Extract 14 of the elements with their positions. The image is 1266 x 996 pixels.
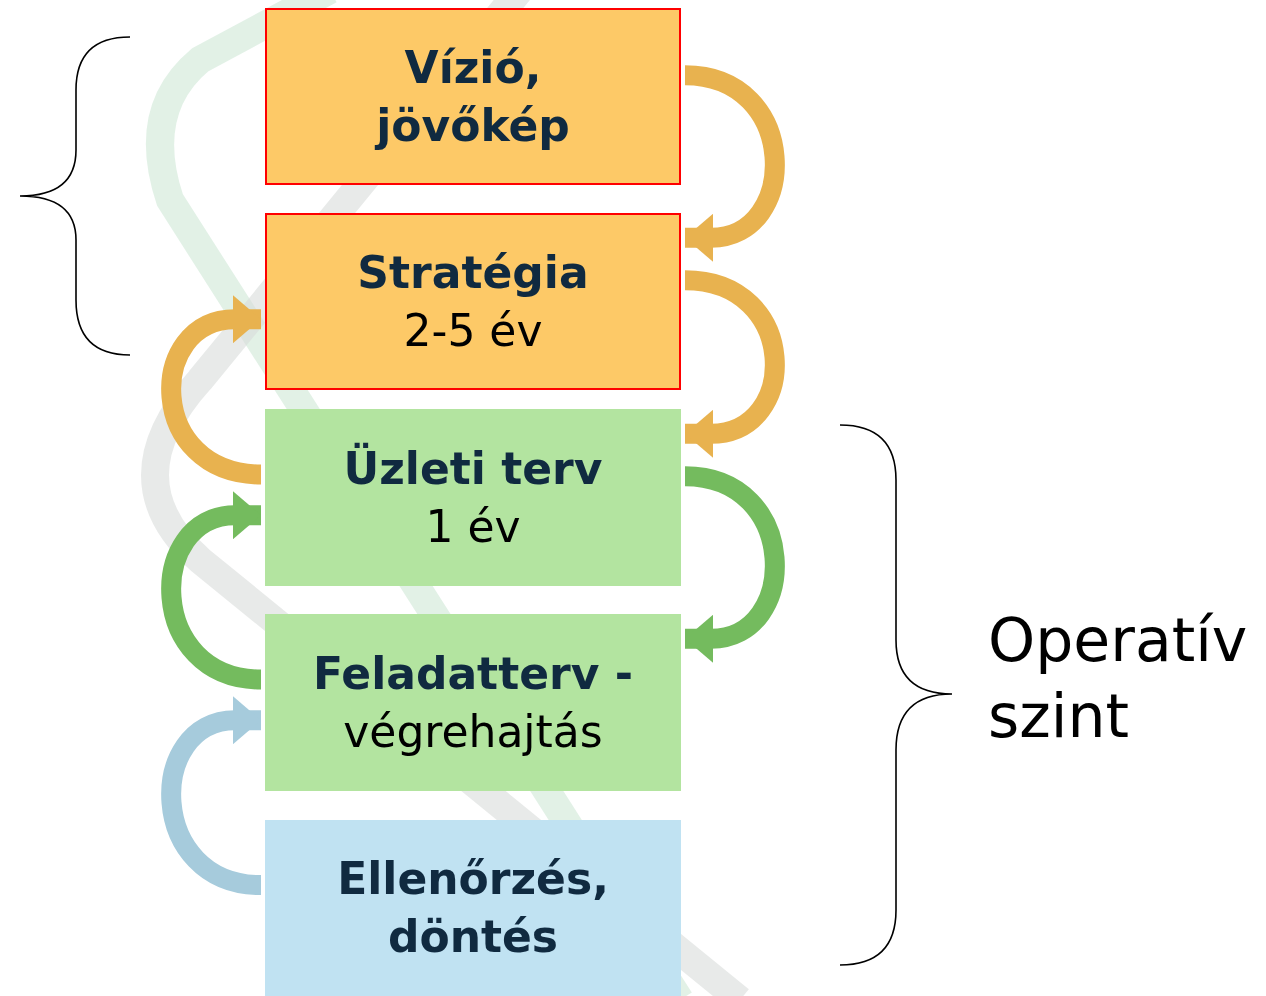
box-title: Vízió, jövőkép (373, 40, 571, 153)
process-box (265, 8, 681, 185)
box-title: Feladatterv - (313, 646, 633, 701)
box-subtitle: végrehajtás (343, 704, 603, 759)
box-subtitle: 1 év (425, 499, 521, 554)
process-box (265, 213, 681, 390)
box-subtitle: 2-5 év (403, 303, 543, 358)
box-title: Üzleti terv (343, 441, 603, 496)
level-label: Operatív szint (988, 604, 1249, 753)
process-box (265, 409, 681, 586)
process-box (265, 820, 681, 996)
box-title: Stratégia (357, 245, 589, 300)
process-box (265, 614, 681, 791)
box-title: Ellenőrzés, döntés (337, 852, 609, 964)
